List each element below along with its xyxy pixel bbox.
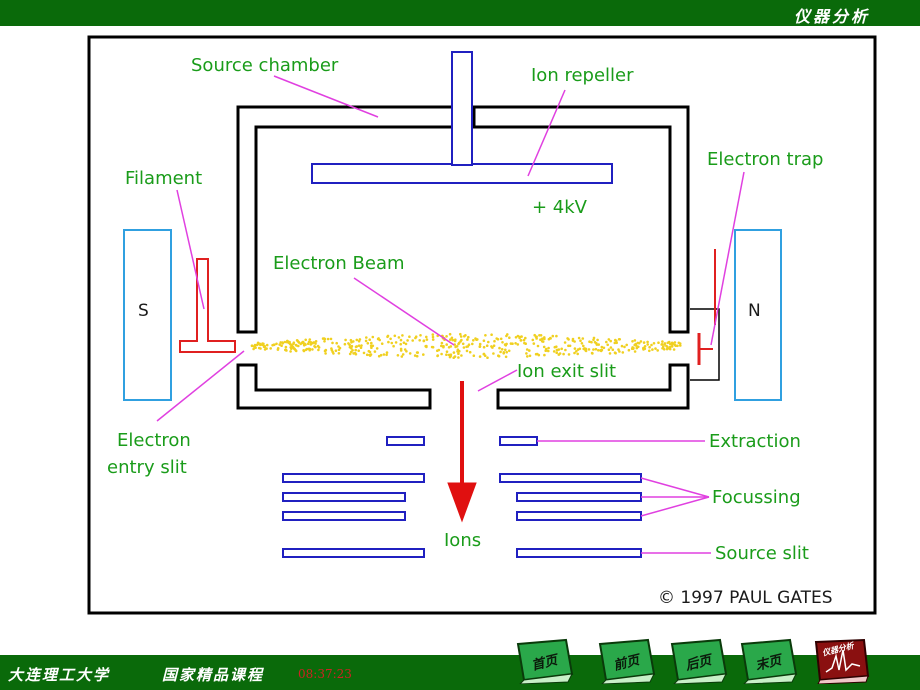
label-filament: Filament (125, 168, 202, 189)
focus-plate-left-3 (282, 511, 406, 521)
ion-source-diagram: S N (87, 35, 877, 615)
title-divider (0, 26, 920, 28)
magnet-s (123, 229, 172, 401)
nav-last-page-button[interactable]: 末页 (732, 638, 800, 684)
university-name: 大连理工大学 (8, 666, 111, 684)
label-source-chamber: Source chamber (191, 55, 339, 76)
lens-plates (282, 436, 642, 558)
filament (179, 258, 236, 353)
focus-plate-left-1 (282, 473, 425, 483)
focus-plate-right-1 (499, 473, 642, 483)
nav-next-page-button[interactable]: 后页 (662, 638, 730, 684)
book-icon (598, 638, 656, 684)
label-ions: Ions (444, 530, 481, 551)
nav-prev-page-button[interactable]: 前页 (590, 638, 658, 684)
course-name: 国家精品课程 (162, 666, 265, 684)
focus-plate-right-3 (516, 511, 642, 521)
book-icon (740, 638, 798, 684)
nav-first-page-button[interactable]: 首页 (508, 638, 576, 684)
extraction-plate-left (386, 436, 425, 446)
book-icon (670, 638, 728, 684)
extraction-plate-right (499, 436, 538, 446)
ion-repeller (311, 51, 613, 184)
title-bar: 仪器分析 (0, 0, 920, 26)
source-slit-plate-left (282, 548, 425, 558)
magnet-n-label: N (748, 301, 761, 321)
diagram-frame (87, 35, 877, 615)
course-title: 仪器分析 (793, 7, 870, 26)
nav-home-course-button[interactable]: 仪器分析 (808, 638, 872, 684)
label-focussing: Focussing (712, 487, 801, 508)
label-electron-trap: Electron trap (707, 149, 823, 170)
book-icon (516, 638, 574, 684)
label-ion-repeller: Ion repeller (531, 65, 634, 86)
label-extraction: Extraction (709, 431, 801, 452)
focus-plate-left-2 (282, 492, 406, 502)
electron-beam (250, 332, 682, 360)
magnet-s-label: S (138, 301, 149, 321)
chart-icon (814, 638, 870, 684)
leader-lines (156, 75, 745, 554)
label-voltage: + 4kV (532, 197, 588, 218)
label-electron-beam: Electron Beam (273, 253, 405, 274)
magnet-n (734, 229, 782, 401)
label-ion-exit-slit: Ion exit slit (517, 361, 616, 382)
label-electron-entry-slit-2: entry slit (107, 457, 187, 478)
focus-plate-right-2 (516, 492, 642, 502)
clock: 08:37:23 (298, 667, 352, 681)
label-source-slit: Source slit (715, 543, 809, 564)
electron-trap (690, 249, 720, 381)
source-slit-plate-right (516, 548, 642, 558)
copyright: © 1997 PAUL GATES (658, 588, 833, 608)
ions-arrow (447, 381, 477, 523)
label-electron-entry-slit-1: Electron (117, 430, 191, 451)
